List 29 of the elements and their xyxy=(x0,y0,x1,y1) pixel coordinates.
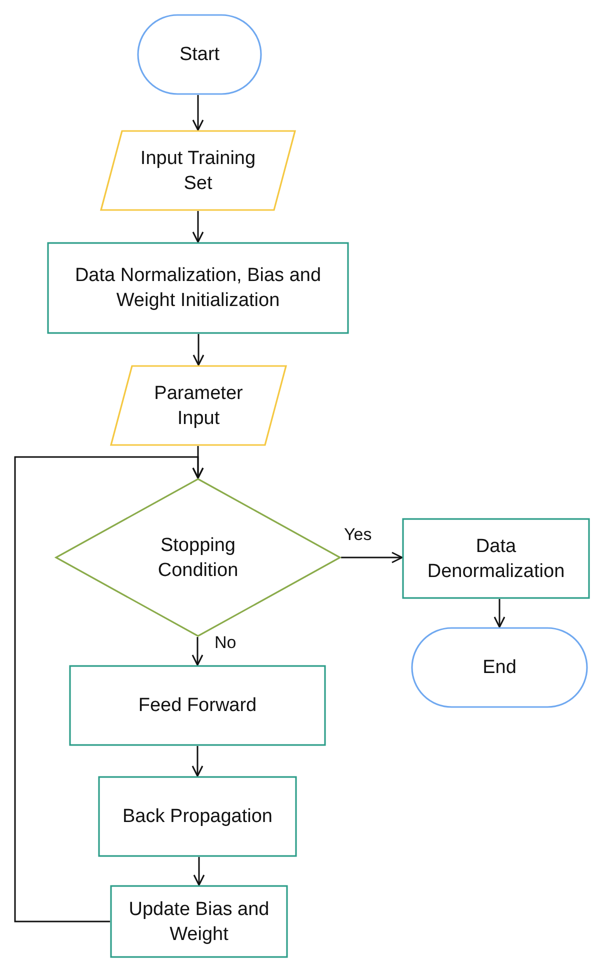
arrow xyxy=(193,857,205,886)
node-label: Start xyxy=(179,43,220,67)
arrow xyxy=(192,211,204,243)
arrow xyxy=(192,334,204,366)
arrow xyxy=(341,552,403,564)
process-box xyxy=(47,242,349,334)
node-label: Data Normalization, Bias and Weight Initialization xyxy=(74,264,322,313)
edge-label: No xyxy=(214,633,236,653)
process-box xyxy=(402,518,590,599)
node-label: Parameter Input xyxy=(153,382,244,430)
process-box xyxy=(98,776,297,857)
node-label: Data Denormalization xyxy=(426,534,566,584)
node-label: Back Propagation xyxy=(122,805,272,829)
arrow xyxy=(14,456,204,922)
process-box xyxy=(69,665,326,746)
arrow xyxy=(192,746,204,777)
input-parallelogram xyxy=(100,130,296,211)
edge-label: Yes xyxy=(344,524,372,544)
node-label: Feed Forward xyxy=(138,694,257,718)
arrow xyxy=(192,637,204,666)
input-parallelogram xyxy=(110,365,287,446)
process-box xyxy=(110,885,288,958)
arrow xyxy=(494,599,506,628)
node-label: End xyxy=(482,656,516,680)
node-label: Stopping Condition xyxy=(156,534,240,582)
arrow xyxy=(192,95,204,131)
decision-diamond xyxy=(55,478,341,637)
node-label: Input Training Set xyxy=(139,146,257,196)
node-label: Update Bias and Weight xyxy=(128,898,270,946)
